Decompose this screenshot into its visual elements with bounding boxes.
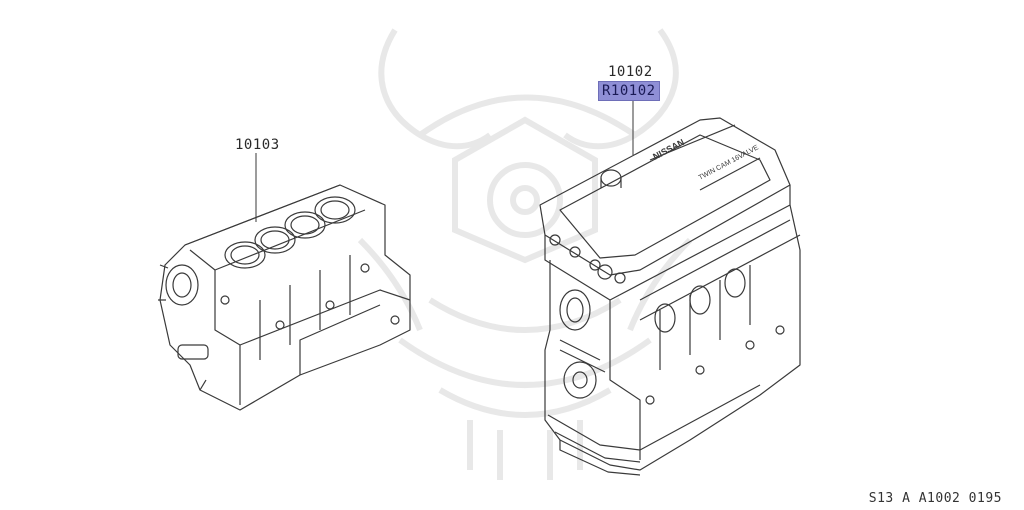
label-complete-engine-reman[interactable]: R10102: [598, 81, 660, 101]
short-block-illustration[interactable]: [158, 184, 411, 411]
valve-cover-brand: NISSAN: [651, 137, 686, 162]
label-complete-engine[interactable]: 10102: [608, 64, 653, 80]
label-short-block[interactable]: 10103: [235, 137, 280, 153]
watermark-emblem: [357, 28, 693, 480]
leader-lines: [255, 100, 634, 222]
diagram-code: S13 A A1002 0195: [868, 491, 1002, 506]
complete-engine-illustration[interactable]: [539, 117, 801, 476]
